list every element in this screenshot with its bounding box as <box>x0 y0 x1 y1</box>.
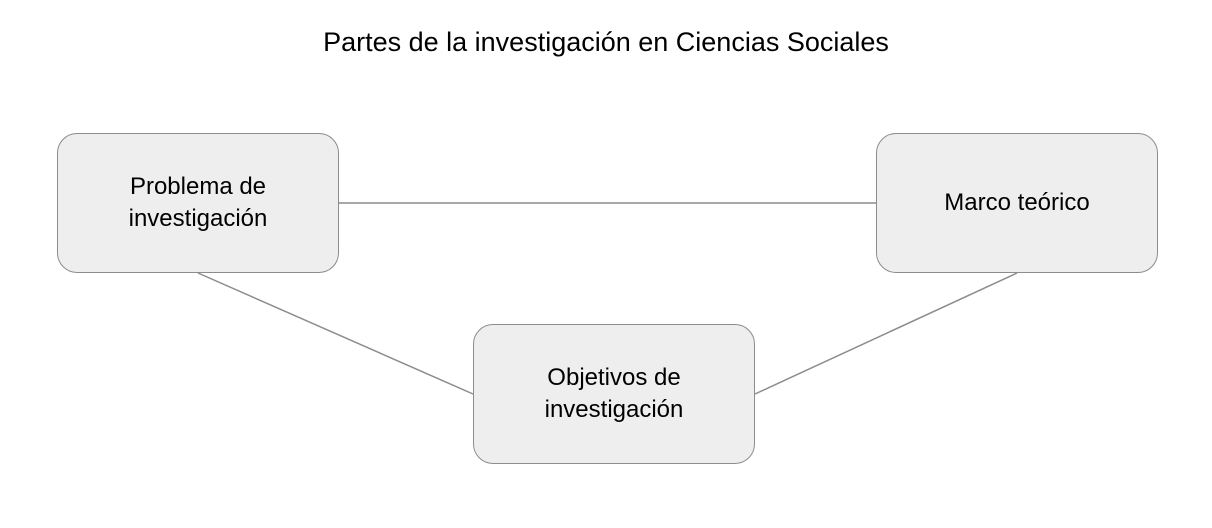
node-label: Marco teórico <box>934 187 1099 219</box>
node-label-line: investigación <box>544 396 684 423</box>
node-label-line: Objetivos de <box>547 364 681 391</box>
node-objetivos-de-investigacion: Objetivos de investigación <box>473 324 755 464</box>
node-label: Problema de investigación <box>119 171 278 235</box>
node-marco-teorico: Marco teórico <box>876 133 1158 273</box>
node-label-line: investigación <box>128 205 268 232</box>
node-problema-de-investigacion: Problema de investigación <box>57 133 339 273</box>
node-label-line: Problema de <box>129 173 267 200</box>
diagram-title: Partes de la investigación en Ciencias S… <box>323 27 889 57</box>
node-label: Objetivos de investigación <box>535 362 694 426</box>
edge-marco-objetivos <box>754 272 1018 395</box>
node-label-line: Marco teórico <box>944 189 1090 216</box>
edge-problema-objetivos <box>197 272 474 395</box>
